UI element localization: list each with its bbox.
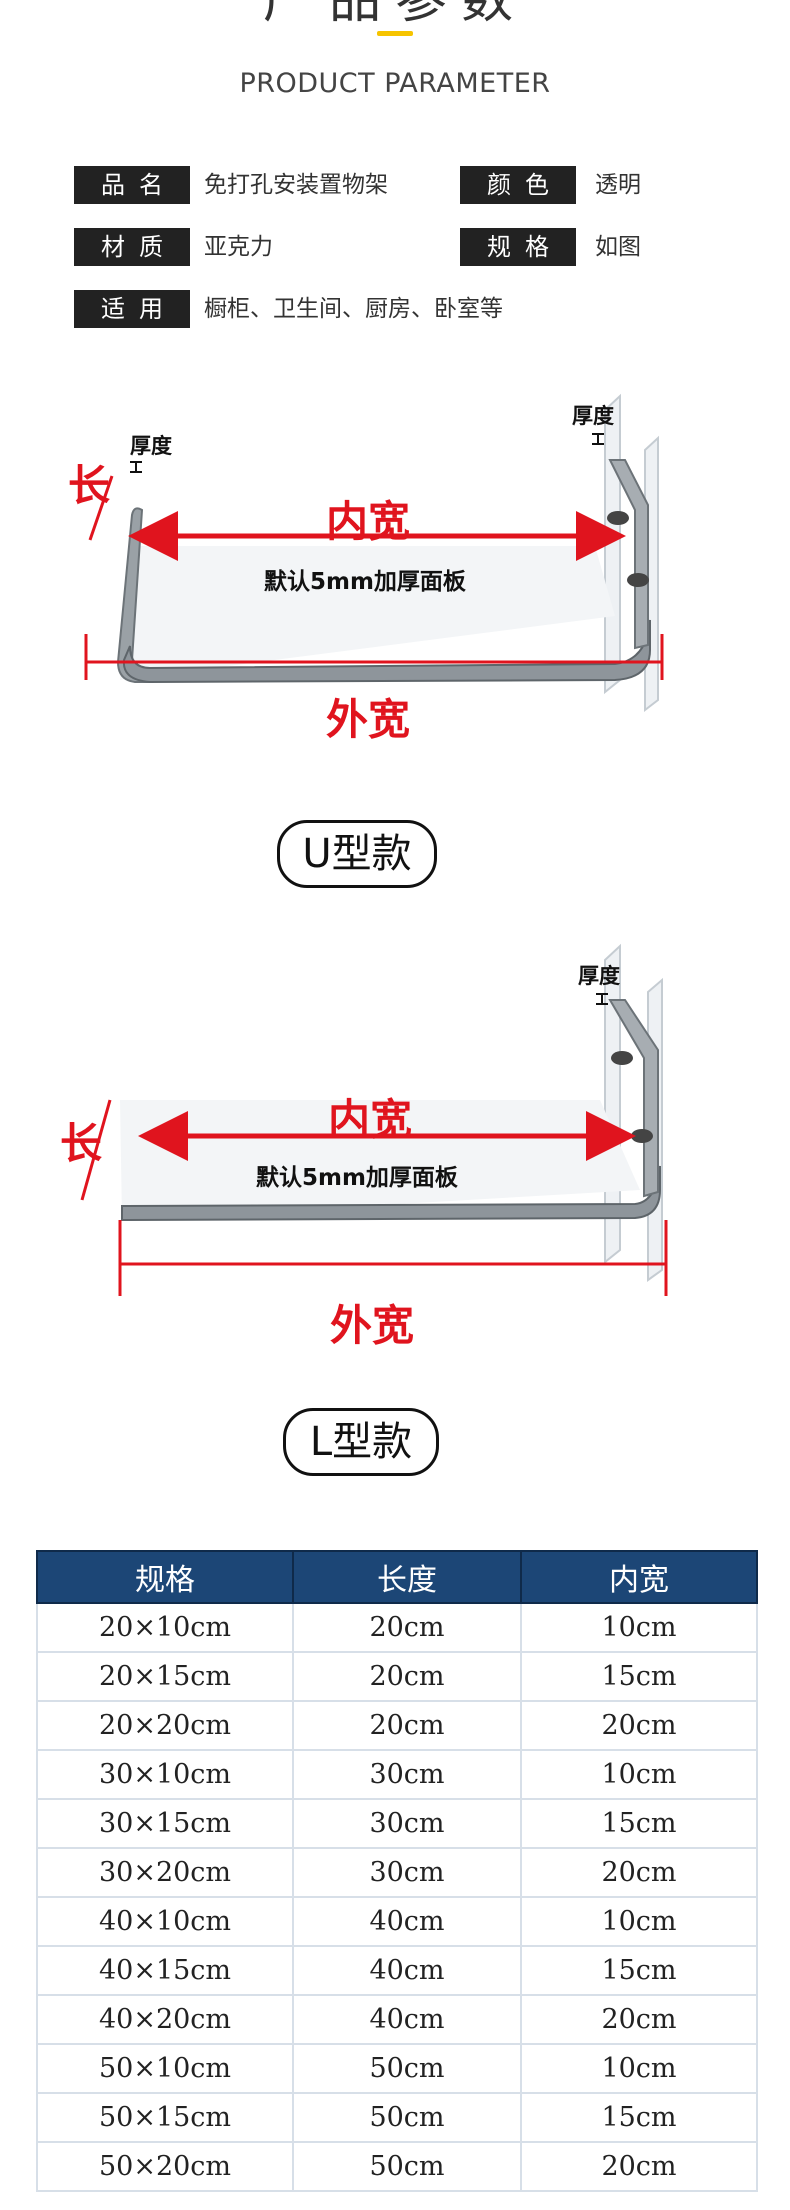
param-value-name: 免打孔安装置物架	[204, 172, 388, 198]
param-value-usage: 橱柜、卫生间、厨房、卧室等	[204, 296, 503, 322]
u-outer-width-label: 外宽	[326, 695, 411, 744]
l-shape-illustration	[80, 943, 668, 1296]
u-panel-note: 默认5mm加厚面板	[264, 569, 466, 595]
l-type-badge: L型款	[283, 1408, 439, 1476]
u-shape-diagram: 长 厚度 厚度 内宽 默认5mm加厚面板 外宽	[60, 380, 730, 780]
l-panel-note: 默认5mm加厚面板	[256, 1165, 458, 1191]
u-thickness-right-label: 厚度	[572, 404, 614, 428]
cell-spec: 30×10cm	[36, 1749, 294, 1800]
param-value-spec: 如图	[595, 234, 641, 260]
cell-spec: 50×15cm	[36, 2092, 294, 2143]
cell-inner-width: 15cm	[520, 2092, 758, 2143]
cell-inner-width: 15cm	[520, 1651, 758, 1702]
cell-spec: 50×10cm	[36, 2043, 294, 2094]
param-label-usage: 适用	[74, 290, 190, 328]
cell-inner-width: 20cm	[520, 2141, 758, 2192]
u-type-badge: U型款	[277, 820, 437, 888]
cell-length: 20cm	[292, 1700, 522, 1751]
cell-inner-width: 15cm	[520, 1945, 758, 1996]
cell-length: 20cm	[292, 1602, 522, 1653]
cell-length: 40cm	[292, 1945, 522, 1996]
cell-inner-width: 10cm	[520, 1749, 758, 1800]
title-accent-bar	[377, 31, 413, 36]
cell-spec: 40×20cm	[36, 1994, 294, 2045]
cell-length: 50cm	[292, 2043, 522, 2094]
l-shape-diagram: 长 厚度 内宽 默认5mm加厚面板 外宽	[60, 930, 730, 1360]
param-label-spec: 规格	[460, 228, 576, 266]
cell-inner-width: 10cm	[520, 1602, 758, 1653]
param-value-color: 透明	[595, 172, 641, 198]
cell-length: 50cm	[292, 2092, 522, 2143]
cell-spec: 30×15cm	[36, 1798, 294, 1849]
param-value-material: 亚克力	[204, 234, 273, 260]
header-length: 长度	[292, 1550, 522, 1604]
cell-spec: 40×15cm	[36, 1945, 294, 1996]
cell-inner-width: 10cm	[520, 2043, 758, 2094]
cell-spec: 20×20cm	[36, 1700, 294, 1751]
cell-length: 30cm	[292, 1749, 522, 1800]
header-inner-width: 内宽	[520, 1550, 758, 1604]
cell-length: 40cm	[292, 1896, 522, 1947]
page-subtitle: PRODUCT PARAMETER	[239, 68, 551, 99]
cell-length: 20cm	[292, 1651, 522, 1702]
u-thickness-left-label: 厚度	[130, 434, 172, 458]
page-title: 产品参数	[262, 0, 527, 30]
cell-length: 50cm	[292, 2141, 522, 2192]
cell-inner-width: 20cm	[520, 1994, 758, 2045]
cell-spec: 20×10cm	[36, 1602, 294, 1653]
cell-spec: 30×20cm	[36, 1847, 294, 1898]
u-inner-width-label: 内宽	[326, 497, 411, 546]
cell-length: 40cm	[292, 1994, 522, 2045]
header-spec: 规格	[36, 1550, 294, 1604]
cell-spec: 50×20cm	[36, 2141, 294, 2192]
param-label-name: 品名	[74, 166, 190, 204]
l-length-label: 长	[60, 1119, 103, 1168]
u-length-label: 长	[68, 461, 111, 510]
cell-spec: 20×15cm	[36, 1651, 294, 1702]
param-label-material: 材质	[74, 228, 190, 266]
cell-spec: 40×10cm	[36, 1896, 294, 1947]
l-inner-width-label: 内宽	[328, 1095, 413, 1144]
u-shape-illustration	[84, 393, 664, 713]
cell-inner-width: 20cm	[520, 1700, 758, 1751]
table-header-row: 规格 长度 内宽	[36, 1550, 758, 1604]
cell-inner-width: 20cm	[520, 1847, 758, 1898]
cell-inner-width: 10cm	[520, 1896, 758, 1947]
param-label-color: 颜色	[460, 166, 576, 204]
cell-length: 30cm	[292, 1847, 522, 1898]
cell-length: 30cm	[292, 1798, 522, 1849]
cell-inner-width: 15cm	[520, 1798, 758, 1849]
l-thickness-label: 厚度	[578, 964, 620, 988]
l-outer-width-label: 外宽	[330, 1301, 415, 1350]
